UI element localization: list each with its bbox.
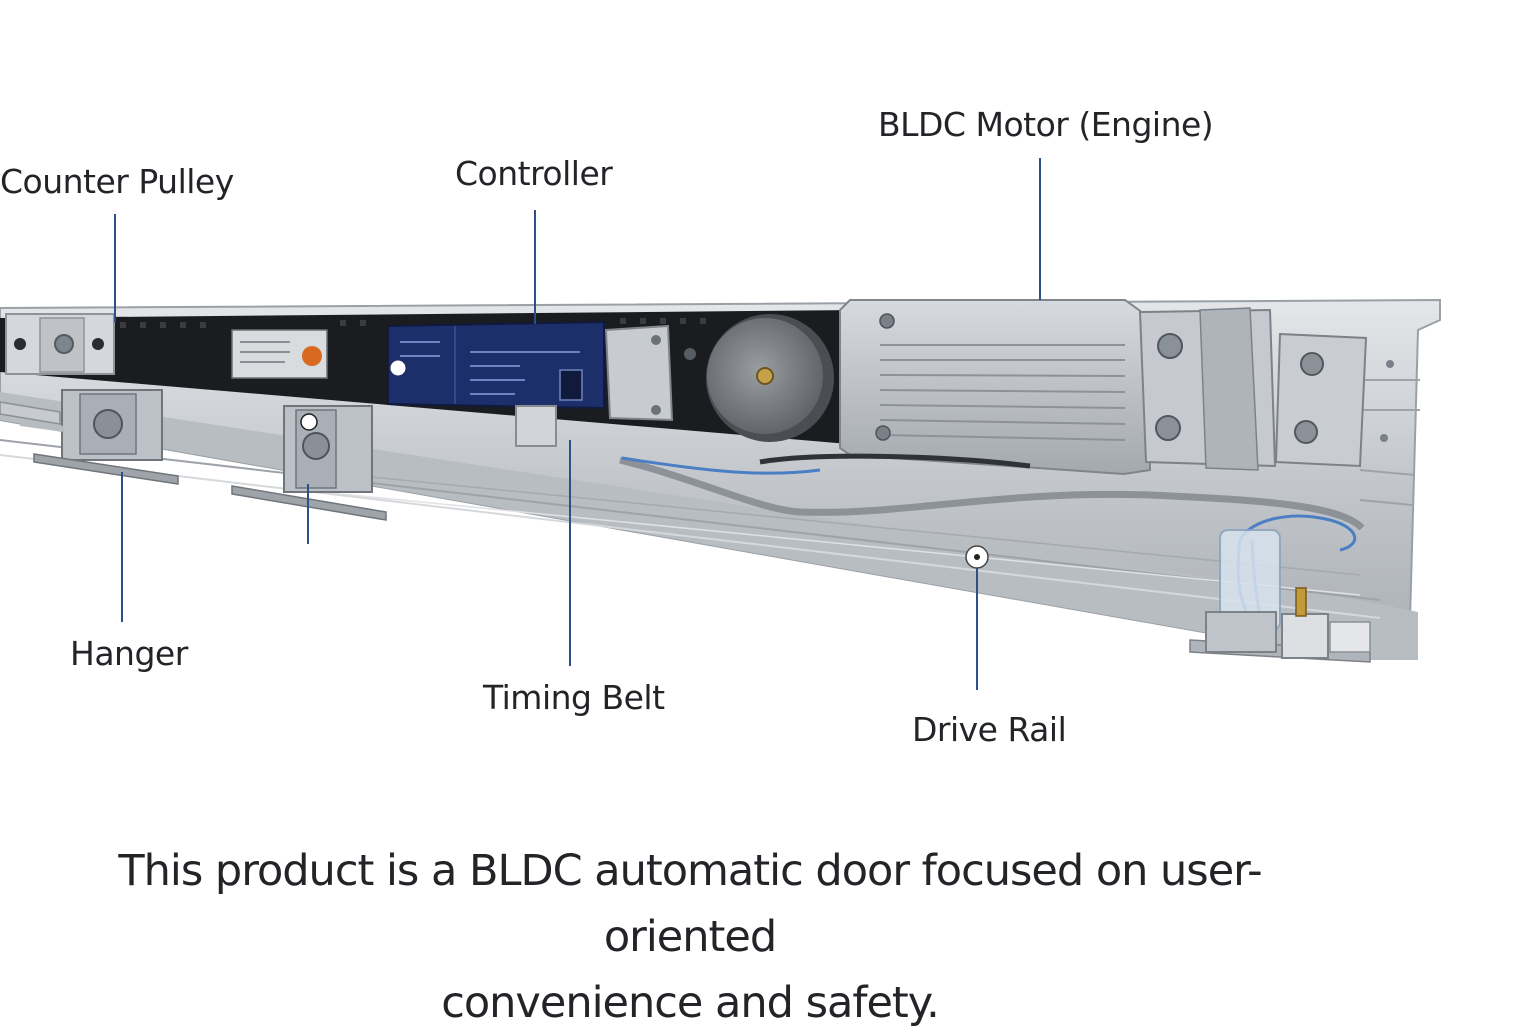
end-mounting-bracket <box>1138 307 1394 471</box>
rail-marker-dot-icon <box>974 554 980 560</box>
label-controller: Controller <box>455 154 613 193</box>
counter-pulley-bracket <box>5 313 115 375</box>
caption-line-1: This product is a BLDC automatic door fo… <box>118 846 1262 962</box>
label-hanger: Hanger <box>70 634 188 673</box>
controller-board <box>387 320 605 410</box>
belt-clamp-bracket <box>515 324 696 447</box>
leader-lines <box>114 158 1041 690</box>
label-bldc-motor: BLDC Motor (Engine) <box>878 105 1214 144</box>
label-timing-belt: Timing Belt <box>483 678 665 717</box>
product-caption: This product is a BLDC automatic door fo… <box>40 838 1340 1036</box>
label-counter-pulley: Counter Pulley <box>0 162 234 201</box>
info-plate <box>231 329 328 379</box>
hanger-right <box>231 405 387 521</box>
drive-pulley <box>706 314 834 442</box>
label-drive-rail: Drive Rail <box>912 710 1067 749</box>
connector-block <box>1189 529 1371 663</box>
bldc-motor-housing <box>839 299 1151 476</box>
hanger-left <box>0 389 179 485</box>
caption-line-2: convenience and safety. <box>441 978 940 1028</box>
